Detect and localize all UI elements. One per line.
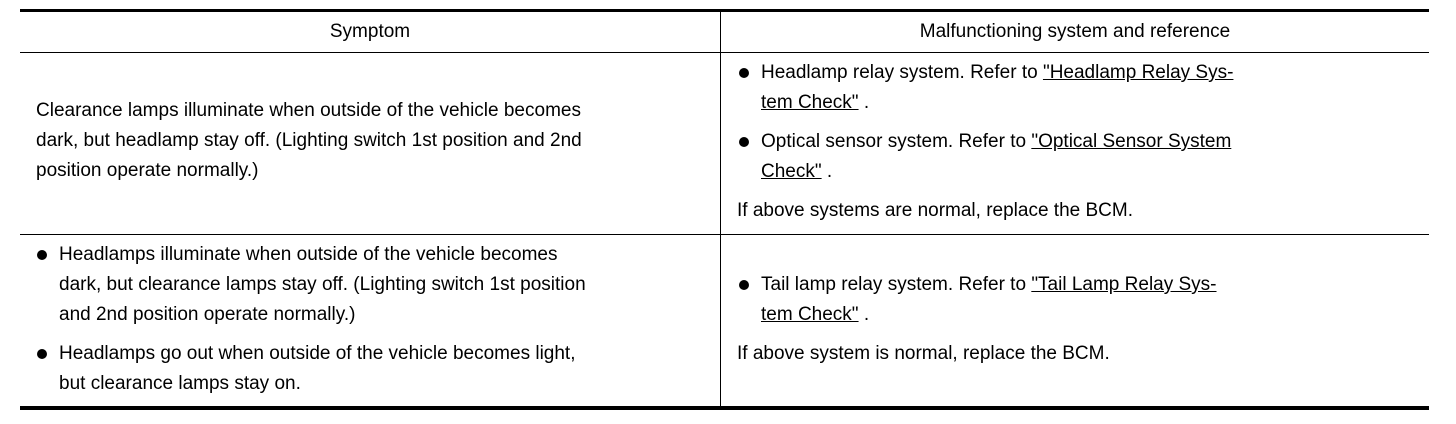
optical-sensor-check-link[interactable]: "Optical Sensor System <box>1031 131 1232 152</box>
headlamp-relay-check-link[interactable]: "Headlamp Relay Sys- <box>1042 62 1234 83</box>
row2-symptom-line: and 2nd position operate normally.) <box>59 304 356 325</box>
row2-symptom-line: Headlamps illuminate when outside of the… <box>59 244 558 265</box>
row1-ref-note: If above systems are normal, replace the… <box>737 200 1133 221</box>
row1-symptom-cell: Clearance lamps illuminate when outside … <box>36 96 582 186</box>
row1-ref-item-2: Optical sensor system. Refer to "Optical… <box>761 131 1232 182</box>
header-divider <box>20 52 1429 53</box>
row1-symptom-line: position operate normally.) <box>36 160 259 181</box>
row2-ref-item-1: Tail lamp relay system. Refer to "Tail L… <box>761 274 1217 325</box>
header-symptom: Symptom <box>329 21 411 42</box>
table-bottom-rule <box>20 406 1429 410</box>
tail-lamp-relay-check-link[interactable]: "Tail Lamp Relay Sys- <box>1031 274 1217 295</box>
row1-ref-item-1: Headlamp relay system. Refer to "Headlam… <box>761 62 1234 113</box>
column-divider <box>720 12 721 406</box>
bullet-icon <box>739 137 749 147</box>
row2-symptom-line: but clearance lamps stay on. <box>59 373 301 394</box>
header-reference: Malfunctioning system and reference <box>919 21 1231 42</box>
table-top-rule <box>20 9 1429 12</box>
row2-symptom-line: dark, but clearance lamps stay off. (Lig… <box>59 274 586 295</box>
row1-symptom-line: Clearance lamps illuminate when outside … <box>36 100 581 121</box>
bullet-icon <box>739 68 749 78</box>
row1-symptom-line: dark, but headlamp stay off. (Lighting s… <box>36 130 582 151</box>
row-divider <box>20 234 1429 235</box>
bullet-icon <box>37 349 47 359</box>
row2-ref-note: If above system is normal, replace the B… <box>737 343 1110 364</box>
headlamp-relay-check-link-cont[interactable]: tem Check" <box>761 92 859 113</box>
row2-symptom-line: Headlamps go out when outside of the veh… <box>59 343 576 364</box>
optical-sensor-check-link-cont[interactable]: Check" <box>761 161 822 182</box>
bullet-icon <box>739 280 749 290</box>
tail-lamp-relay-check-link-cont[interactable]: tem Check" <box>761 304 859 325</box>
bullet-icon <box>37 250 47 260</box>
row2-symptom-item-1: Headlamps illuminate when outside of the… <box>59 240 586 330</box>
row2-symptom-item-2: Headlamps go out when outside of the veh… <box>59 339 575 399</box>
